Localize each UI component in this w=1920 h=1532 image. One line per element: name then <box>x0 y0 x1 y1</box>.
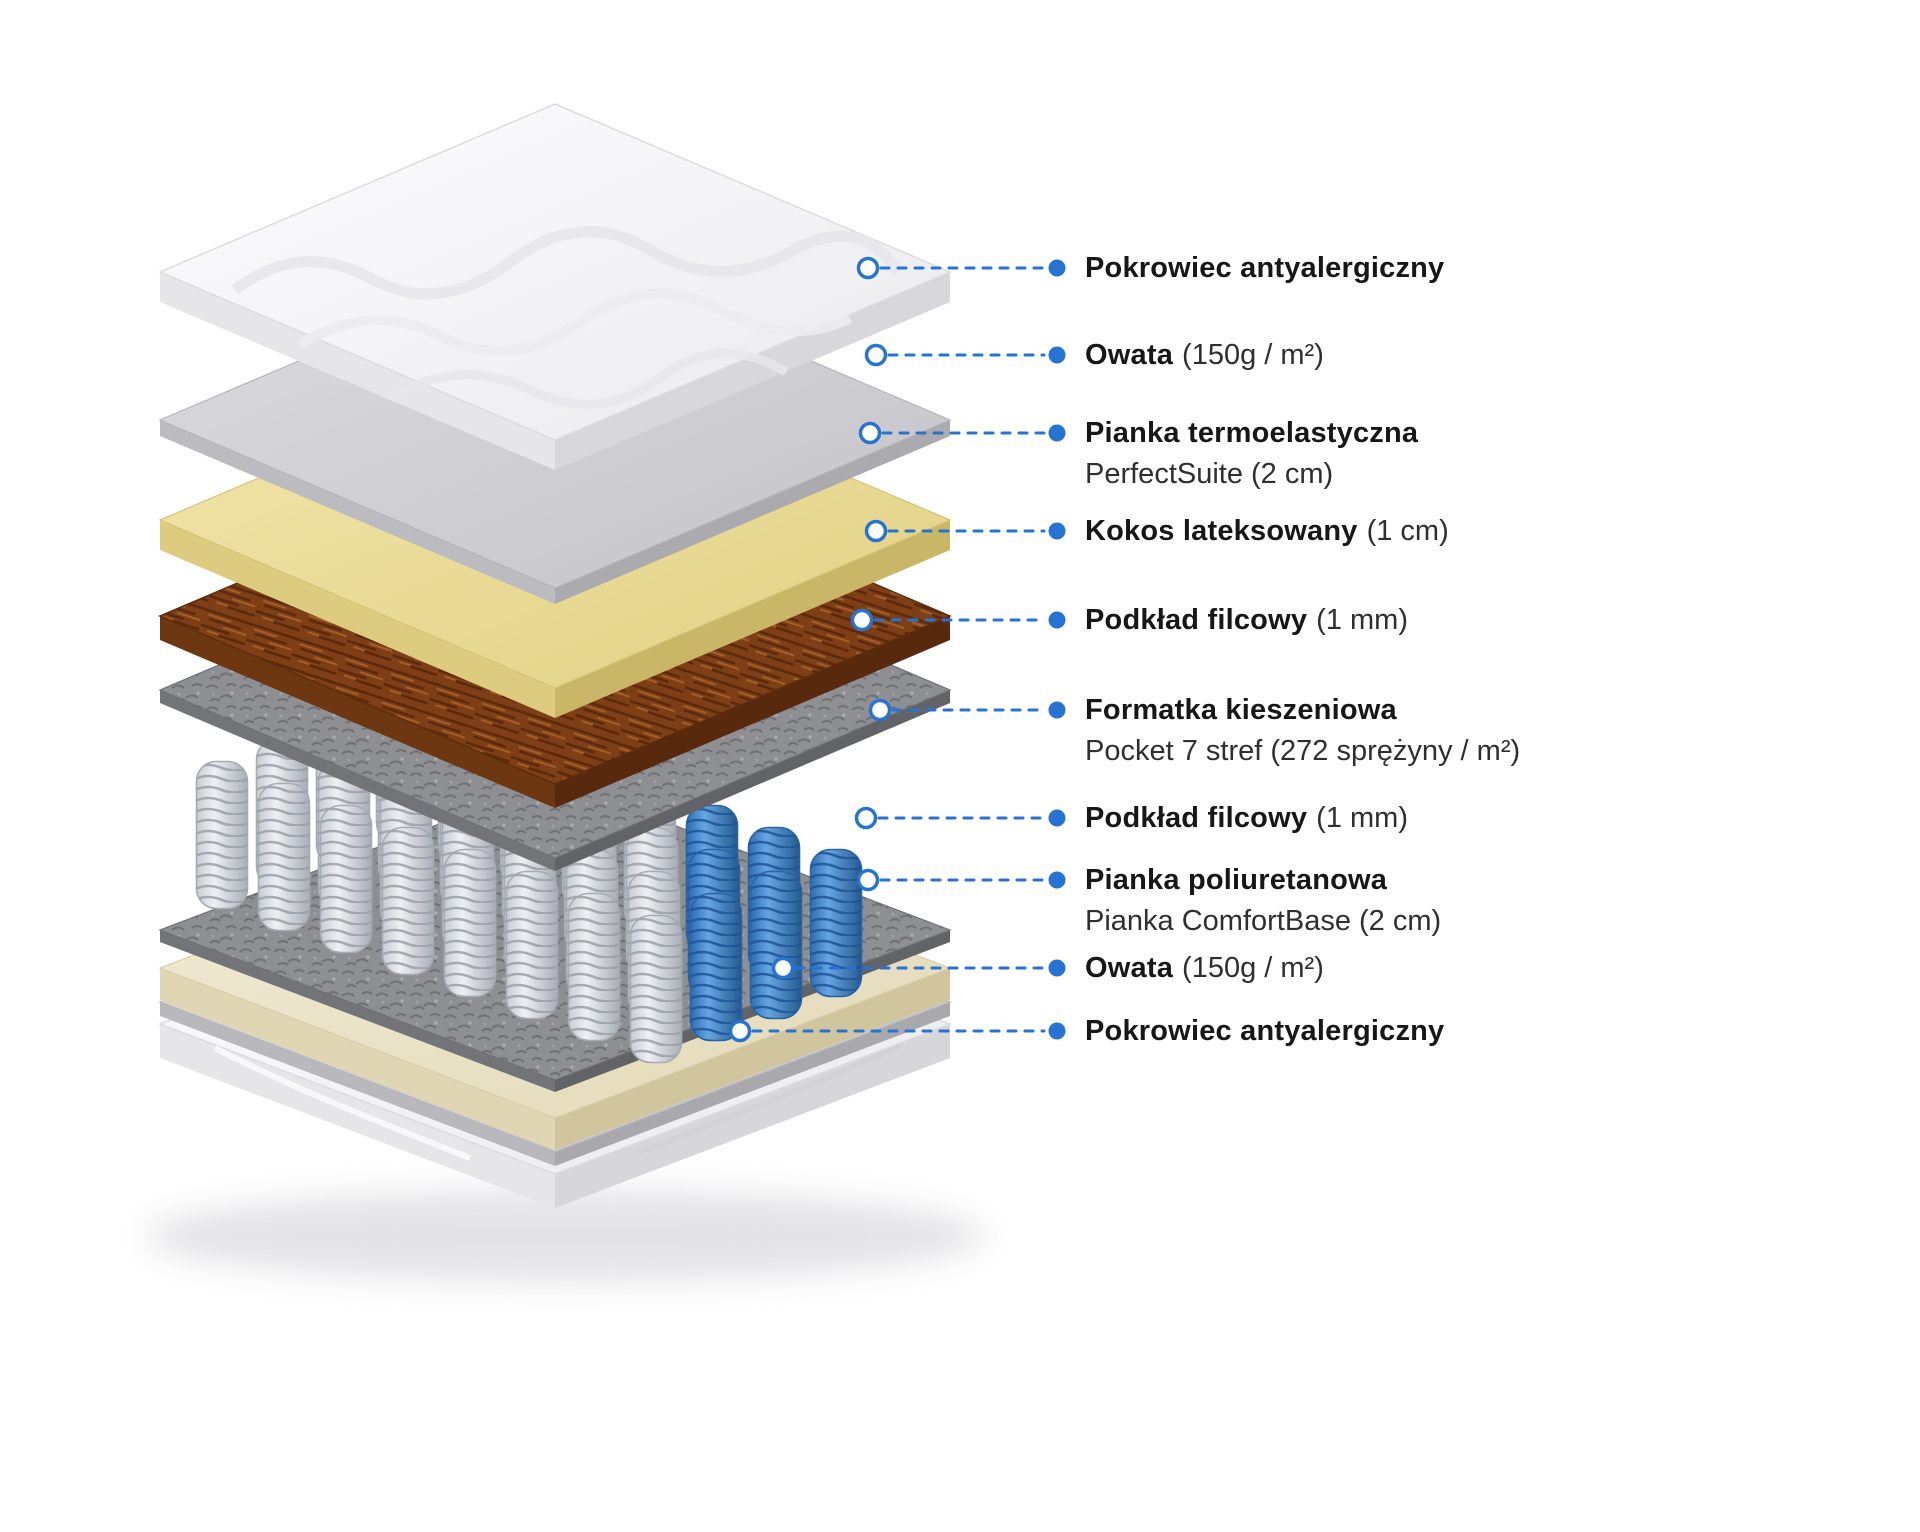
layer-spec: (1 cm) <box>1366 515 1449 547</box>
layer-name: Podkład filcowy <box>1085 604 1308 636</box>
layer-name: Owata <box>1085 339 1174 371</box>
spring-coil <box>443 848 497 998</box>
spring-coil <box>689 892 743 1042</box>
leader-dots <box>1048 259 1066 1040</box>
label-top-cover: Pokrowiec antyalergiczny <box>1085 251 1453 292</box>
layer-spec: (1 mm) <box>1316 604 1408 636</box>
layer-detail: Pocket 7 stref (272 sprężyny / m²) <box>1085 735 1521 767</box>
label-felt-bottom: Podkład filcowy(1 mm) <box>1085 801 1408 842</box>
spring-coil <box>381 826 435 976</box>
layer-top-cover <box>158 103 952 470</box>
spring-coil <box>567 892 621 1042</box>
label-polyurethane-foam: Pianka poliuretanowa Pianka ComfortBase … <box>1085 863 1441 938</box>
layer-spec: (150g / m²) <box>1182 952 1324 984</box>
layer-name: Pokrowiec antyalergiczny <box>1085 252 1445 284</box>
label-top-owata: Owata(150g / m²) <box>1085 338 1324 379</box>
spring-coil <box>629 914 683 1064</box>
spring-coil <box>505 870 559 1020</box>
label-bottom-owata: Owata(150g / m²) <box>1085 951 1324 992</box>
spring-coil <box>809 848 863 998</box>
label-felt-top: Podkład filcowy(1 mm) <box>1085 603 1408 644</box>
label-pocket-springs: Formatka kieszeniowa Pocket 7 stref (272… <box>1085 693 1520 768</box>
layer-detail: PerfectSuite (2 cm) <box>1085 458 1334 490</box>
label-thermoelastic-foam: Pianka termoelastyczna PerfectSuite (2 c… <box>1085 416 1427 491</box>
label-coconut: Kokos lateksowany(1 cm) <box>1085 514 1449 555</box>
layer-name: Pianka poliuretanowa <box>1085 864 1388 896</box>
layer-name: Owata <box>1085 952 1174 984</box>
layer-name: Kokos lateksowany <box>1085 515 1358 547</box>
layer-name: Pokrowiec antyalergiczny <box>1085 1015 1445 1047</box>
leader-lines <box>751 266 1046 1033</box>
layer-spec: (150g / m²) <box>1182 339 1324 371</box>
layer-detail: Pianka ComfortBase (2 cm) <box>1085 905 1442 937</box>
layer-name: Podkład filcowy <box>1085 802 1308 834</box>
layer-labels: Pokrowiec antyalergiczny Owata(150g / m²… <box>1085 0 1865 1532</box>
spring-coil <box>257 782 311 932</box>
layer-spec: (1 mm) <box>1316 802 1408 834</box>
mattress-shadow <box>145 1190 985 1282</box>
spring-coil <box>195 760 249 910</box>
label-bottom-cover: Pokrowiec antyalergiczny <box>1085 1014 1453 1055</box>
layer-name: Pianka termoelastyczna <box>1085 417 1419 449</box>
spring-coil <box>749 870 803 1020</box>
layer-name: Formatka kieszeniowa <box>1085 694 1397 726</box>
spring-coil <box>319 804 373 954</box>
leader-markers <box>728 256 892 1043</box>
